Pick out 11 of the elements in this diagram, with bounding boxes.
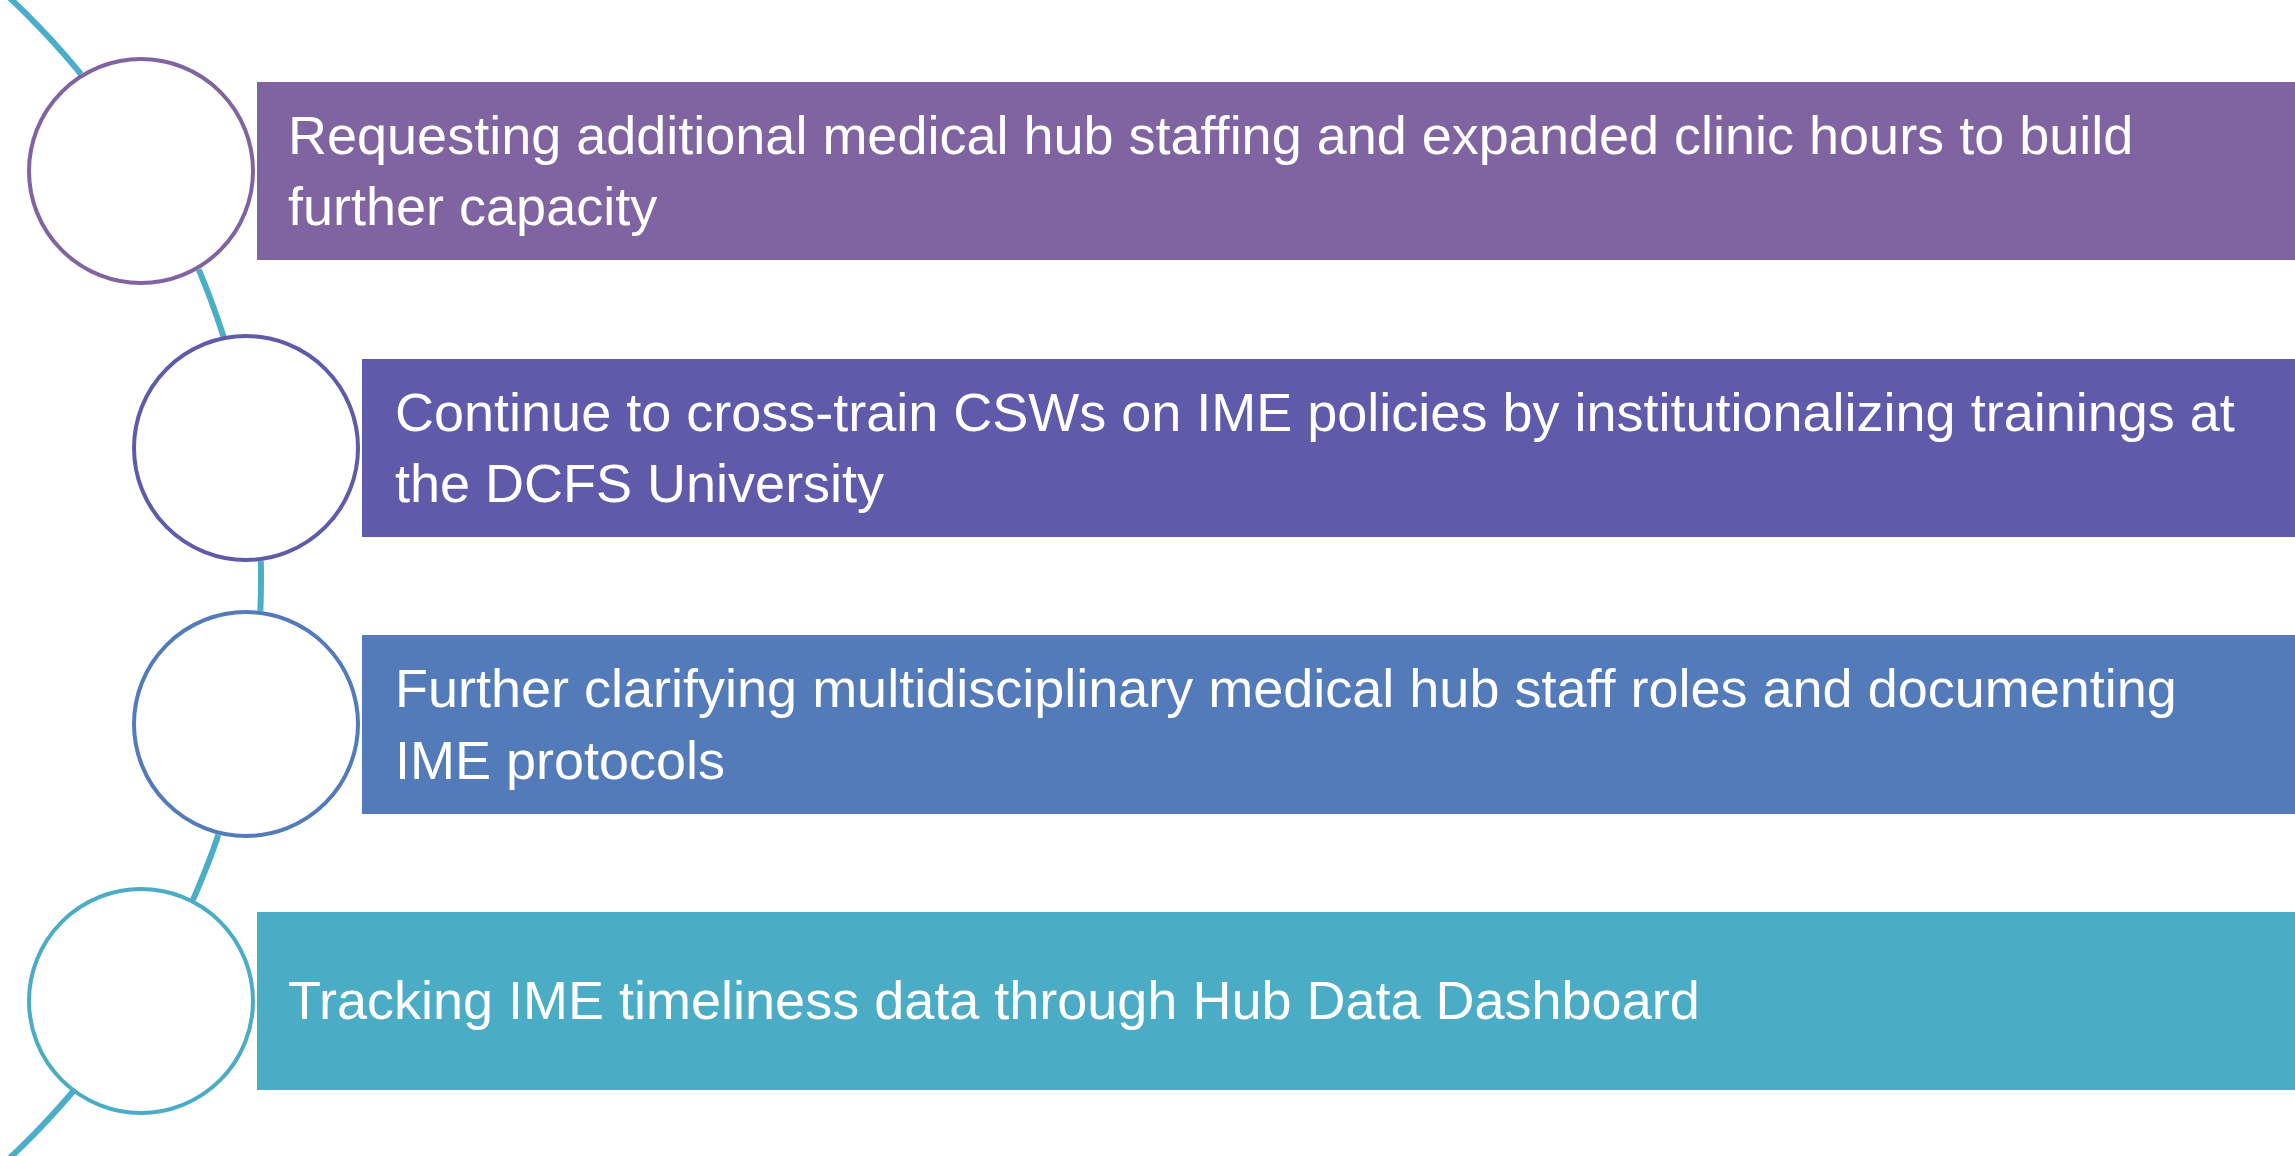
step-band bbox=[362, 359, 2295, 537]
step-band bbox=[362, 635, 2295, 814]
step-text: Requesting additional medical hub staffing and expanded clinic hours to build further capacity bbox=[288, 103, 2135, 238]
step-text: Further clarifying multidisciplinary medical hub staff roles and documenting IME protocols bbox=[395, 657, 2178, 792]
timeline-arc bbox=[190, 833, 222, 902]
step-text: Continue to cross-train CSWs on IME policies by institutionalizing trainings at the DCFS University bbox=[395, 380, 2236, 515]
timeline-arc bbox=[257, 559, 264, 613]
timeline-arc bbox=[195, 267, 227, 339]
step-band bbox=[257, 912, 2295, 1090]
step-band bbox=[257, 82, 2295, 260]
step-text: Tracking IME timeliness data through Hub Data Dashboard bbox=[288, 969, 1700, 1033]
